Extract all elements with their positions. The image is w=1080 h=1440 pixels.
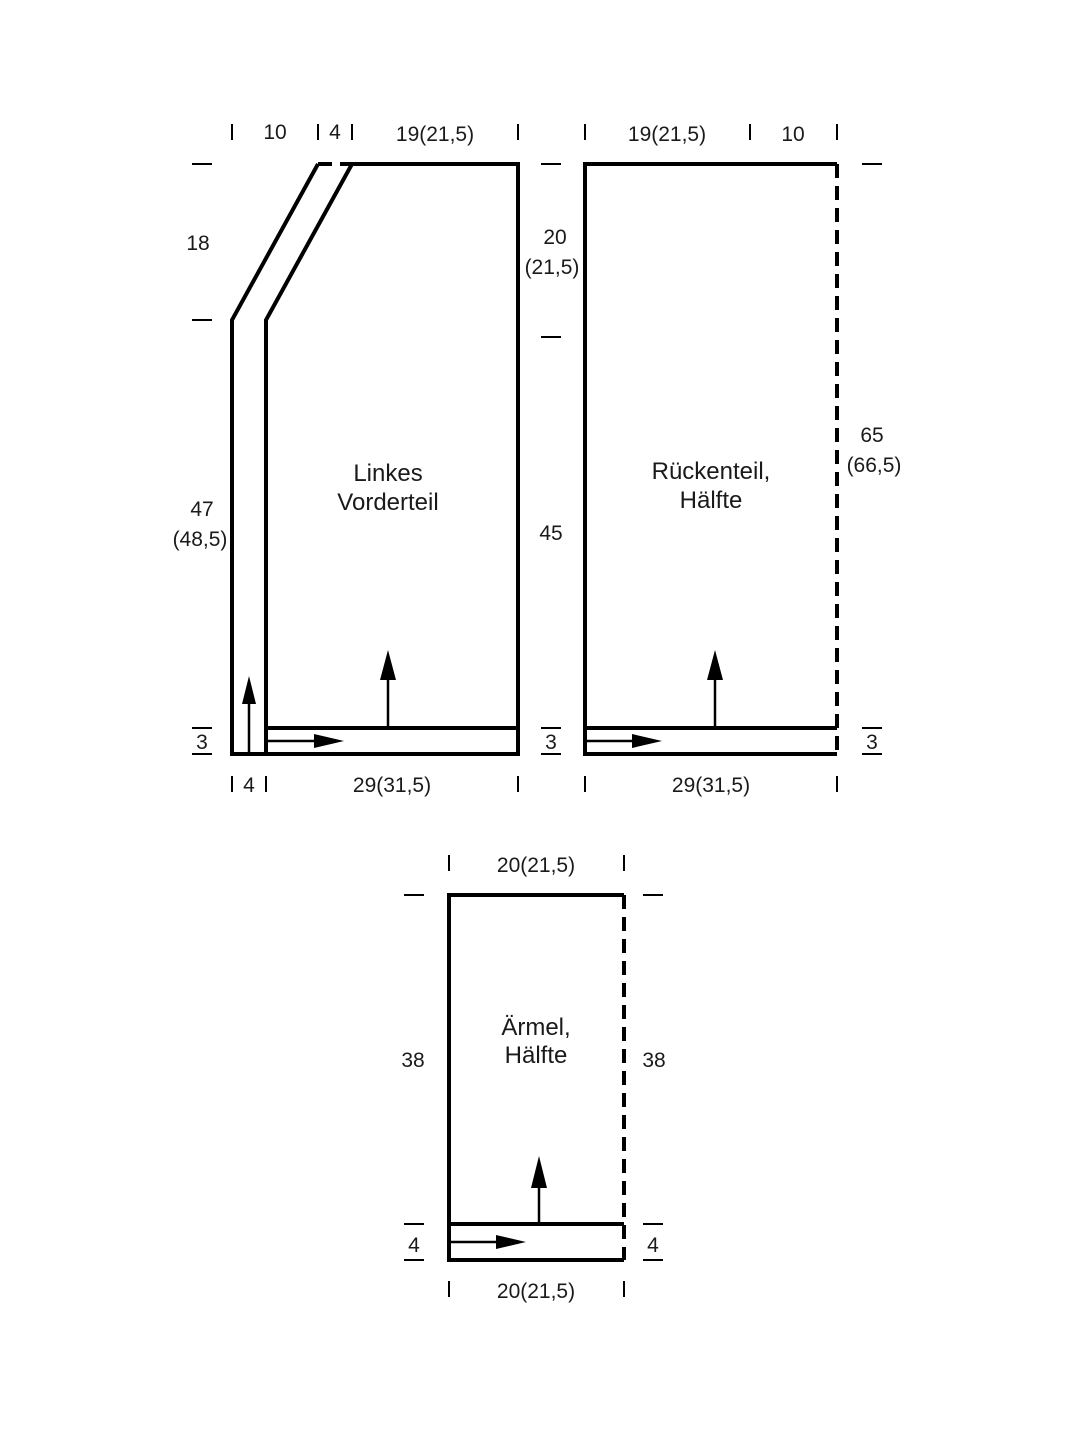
sleeve-left-height-dim: 38 bbox=[401, 1049, 424, 1072]
back-height-dim-1: 65 bbox=[860, 424, 883, 447]
back-top-shoulder-dim: 19(21,5) bbox=[628, 123, 706, 146]
sleeve-right-rib-dim: 4 bbox=[647, 1234, 659, 1257]
back-top-neck-dim: 10 bbox=[781, 123, 804, 146]
front-rib-arrow-head bbox=[314, 734, 344, 748]
front-neck-height-dim: 18 bbox=[186, 232, 209, 255]
front-label-line2: Vorderteil bbox=[337, 489, 438, 516]
center-rib-dim: 3 bbox=[545, 731, 557, 754]
sleeve-left-rib-dim: 4 bbox=[408, 1234, 420, 1257]
sleeve-bottom-width-dim: 20(21,5) bbox=[497, 1280, 575, 1303]
back-bottom-width-dim: 29(31,5) bbox=[672, 774, 750, 797]
sleeve-outline bbox=[447, 893, 624, 1262]
sleeve-label-line1: Ärmel, bbox=[501, 1014, 570, 1041]
front-bottom-width-dim: 29(31,5) bbox=[353, 774, 431, 797]
front-body-arrow-head bbox=[380, 650, 396, 680]
back-label-line1: Rückenteil, bbox=[652, 458, 771, 485]
sleeve-top-width-dim: 20(21,5) bbox=[497, 854, 575, 877]
armhole-dim-2: (21,5) bbox=[525, 256, 580, 279]
sleeve-piece: Ärmel, Hälfte 20(21,5) 38 4 38 4 20(21,5… bbox=[401, 854, 665, 1303]
back-body-arrow-head bbox=[707, 650, 723, 680]
side-height-dim: 45 bbox=[539, 522, 562, 545]
front-top-neck-dim: 10 bbox=[263, 121, 286, 144]
front-outline bbox=[230, 162, 520, 756]
front-band-arrow-head bbox=[242, 676, 256, 704]
front-top-shoulder-dim: 19(21,5) bbox=[396, 123, 474, 146]
back-rib-dim: 3 bbox=[866, 731, 878, 754]
front-label-line1: Linkes bbox=[353, 460, 422, 487]
sleeve-body-arrow-head bbox=[531, 1156, 547, 1188]
front-body-height-dim-1: 47 bbox=[190, 498, 213, 521]
front-rib-dim: 3 bbox=[196, 731, 208, 754]
center-dimensions: 20 (21,5) 45 3 bbox=[525, 163, 580, 755]
sleeve-label-line2: Hälfte bbox=[505, 1042, 568, 1069]
front-band-inner-line bbox=[264, 163, 354, 754]
back-piece: Rückenteil, Hälfte 19(21,5) 10 65 (66,5)… bbox=[583, 123, 902, 797]
back-outline bbox=[583, 162, 837, 756]
sleeve-rib-arrow-head bbox=[496, 1235, 526, 1249]
back-rib-arrow-head bbox=[632, 734, 662, 748]
sleeve-right-height-dim: 38 bbox=[642, 1049, 665, 1072]
armhole-dim-1: 20 bbox=[543, 226, 566, 249]
back-label-line2: Hälfte bbox=[680, 487, 743, 514]
front-top-band-dim: 4 bbox=[329, 121, 341, 144]
back-height-dim-2: (66,5) bbox=[847, 454, 902, 477]
front-piece: Linkes Vorderteil 10 4 19(21,5) 18 47 (4… bbox=[173, 121, 520, 797]
front-body-height-dim-2: (48,5) bbox=[173, 528, 228, 551]
front-bottom-band-dim: 4 bbox=[243, 774, 255, 797]
